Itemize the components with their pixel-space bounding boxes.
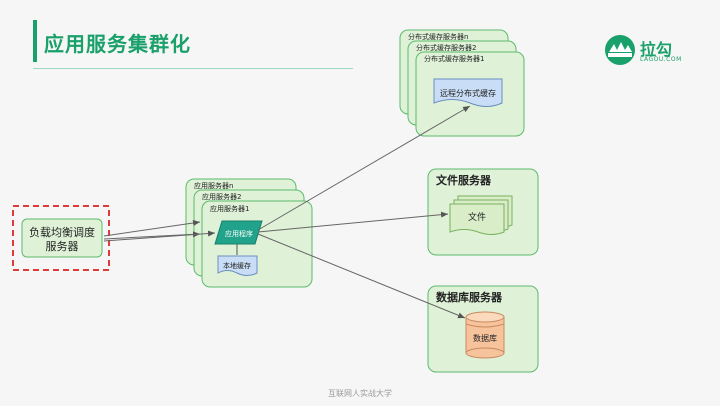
remote-cache-shape [433, 78, 503, 107]
remote-cache-label: 远程分布式缓存 [440, 88, 496, 98]
title-underline [33, 68, 353, 69]
db-server-title: 数据库服务器 [436, 290, 503, 304]
db-item-label: 数据库 [473, 333, 497, 343]
program-to-file-server-line [257, 211, 449, 233]
file-server-title: 文件服务器 [436, 173, 492, 187]
file-stack-front-icon [449, 203, 505, 235]
load-balancer-label-2: 服务器 [46, 240, 79, 253]
cache-server-1-label: 分布式缓存服务器1 [424, 54, 484, 63]
app-server-n-label: 应用服务器n [194, 181, 233, 190]
file-item-label: 文件 [468, 211, 486, 223]
local-cache-shape [217, 255, 258, 276]
page-title: 应用服务集群化 [44, 32, 191, 56]
lb-to-app-server-n-line [103, 220, 201, 237]
cache-server-2-label: 分布式缓存服务器2 [416, 43, 476, 52]
database-cylinder-icon [465, 311, 505, 359]
program-to-remote-cache-line [257, 105, 471, 231]
program-to-db-server-line [257, 233, 466, 319]
load-balancer-label-1: 负载均衡调度 [29, 225, 95, 239]
logo-subtitle: LAGOU.COM [640, 56, 682, 63]
lb-to-app-server-1-line [103, 230, 216, 242]
app-program-label: 应用程序 [225, 229, 253, 238]
logo-name: 拉勾 [640, 40, 673, 59]
local-cache-label: 本地缓存 [223, 261, 251, 270]
title-accent-bar [33, 20, 37, 62]
lagou-logo-icon [605, 35, 635, 65]
app-server-1-label: 应用服务器1 [210, 204, 249, 213]
cache-server-n-label: 分布式缓存服务器n [408, 32, 468, 41]
footer-slogan: 互联网人实战大学 [328, 389, 392, 398]
load-balancer-node [21, 218, 103, 258]
app-server-2-label: 应用服务器2 [202, 192, 241, 201]
app-program-shape [214, 220, 263, 245]
